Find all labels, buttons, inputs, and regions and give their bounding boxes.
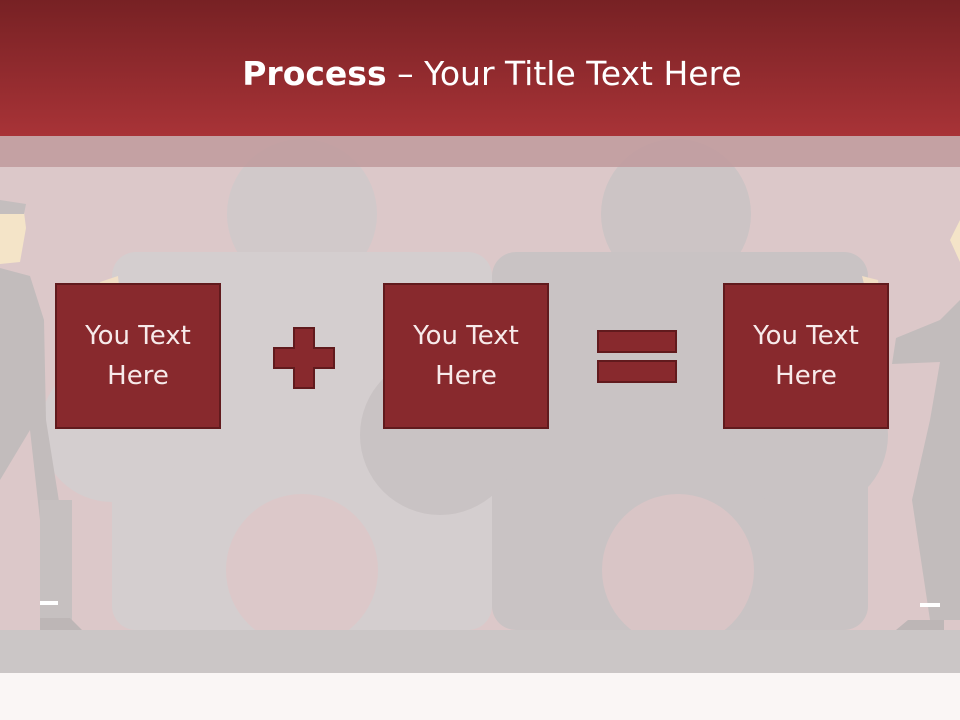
process-box-3-text: You Text Here bbox=[753, 321, 859, 391]
left-person-figure bbox=[0, 200, 120, 630]
plus-icon bbox=[273, 327, 335, 389]
title-separator: – bbox=[397, 54, 414, 93]
process-box-3[interactable]: You Text Here bbox=[723, 283, 889, 429]
process-box-1-text: You Text Here bbox=[85, 321, 191, 391]
title-bold-text: Process bbox=[242, 54, 387, 93]
process-box-2[interactable]: You Text Here bbox=[383, 283, 549, 429]
process-box-2-text: You Text Here bbox=[413, 321, 519, 391]
process-box-1[interactable]: You Text Here bbox=[55, 283, 221, 429]
title-rest-text: Your Title Text Here bbox=[424, 54, 742, 93]
header-bar bbox=[0, 0, 960, 136]
slide-title: Process – Your Title Text Here bbox=[0, 48, 960, 100]
equals-icon bbox=[597, 330, 677, 383]
